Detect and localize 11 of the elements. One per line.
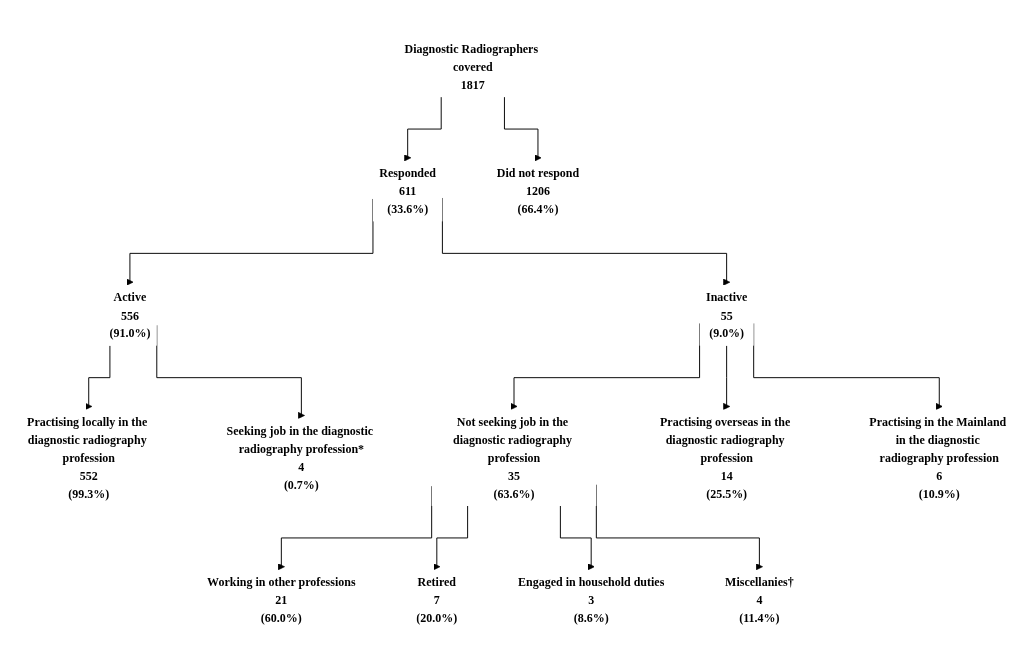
node-text: Seeking job in the diagnostic radiography profession* 4 (0.7%)	[226, 424, 374, 491]
node-text: Practising locally in the diagnostic radiography profession 552 (99.3%)	[27, 415, 148, 500]
node-text: Miscellanies† 4 (11.4%)	[725, 575, 794, 625]
node-text: Practising in the Mainland in the diagnostic radiography profession 6 (10.9%)	[869, 415, 1007, 500]
node-text: Did not respond 1206 (66.4%)	[496, 166, 580, 216]
node-text: Working in other professions 21 (60.0%)	[207, 575, 356, 625]
node-text: Practising overseas in the diagnostic radiography profession 14 (25.5%)	[660, 415, 791, 500]
node-text: Retired 7 (20.0%)	[416, 575, 458, 625]
node-text: Active 556 (91.0%)	[109, 290, 151, 340]
node-text: Engaged in household duties 3 (8.6%)	[518, 575, 665, 625]
node-text: Diagnostic Radiographers covered 1817	[404, 42, 539, 92]
